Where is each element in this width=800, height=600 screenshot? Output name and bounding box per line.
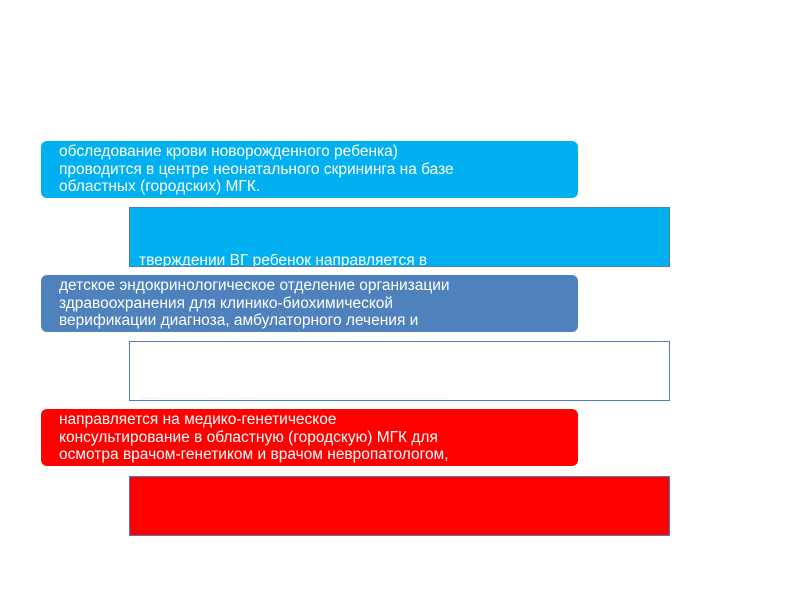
white-rectangle — [129, 341, 670, 401]
box-1-line-2: проводится в центре неонатального скрини… — [59, 160, 454, 178]
cyan-rectangle — [129, 207, 670, 267]
box-2-line-1: детское эндокринологическое отделение ор… — [59, 277, 450, 294]
box-3-line-2: консультирование в областную (городскую)… — [59, 428, 438, 446]
box-2-line-3: верификации диагноза, амбулаторного лече… — [59, 312, 419, 329]
box-1-line-3: областных (городских) МГК. — [59, 178, 261, 195]
box-3-line-1: направляется на медико-генетическое — [59, 411, 337, 428]
box-1-line-1: обследование крови новорожденного ребенк… — [59, 143, 398, 160]
text-box-screening: обследование крови новорожденного ребенк… — [41, 141, 578, 198]
text-trace-svg — [140, 398, 446, 399]
text-box-genetic-counseling: направляется на медико-генетическое конс… — [41, 409, 578, 466]
clipped-text-line: тверждении ВГ ребенок направляется в — [139, 254, 428, 266]
box-2-line-2: здравоохранения для клинико-биохимическо… — [59, 294, 394, 312]
hidden-text-trace — [140, 392, 446, 399]
text-box-endocrinology: детское эндокринологическое отделение ор… — [41, 275, 578, 332]
red-rectangle — [129, 476, 670, 536]
box-3-line-3: осмотра врачом-генетиком и врачом невроп… — [59, 446, 449, 463]
